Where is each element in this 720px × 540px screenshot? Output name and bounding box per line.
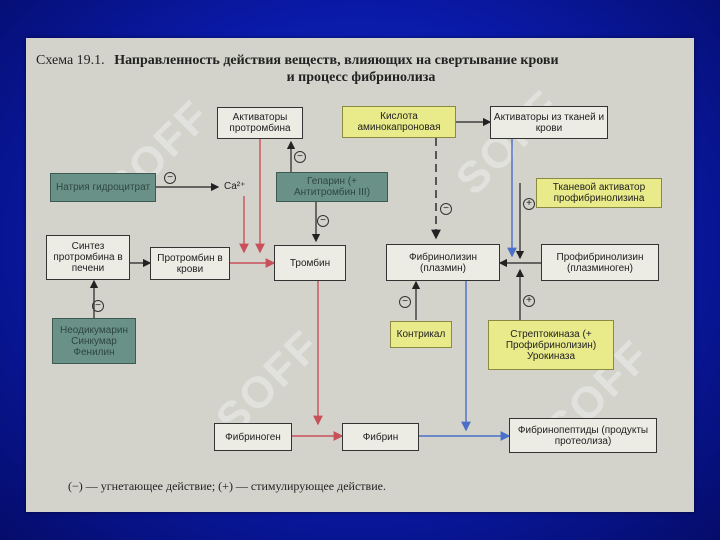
node-fibrinopeptides: Фибринопептиды (продукты протеолиза) [509, 418, 657, 453]
sign-minus-citrate: − [164, 172, 176, 184]
sign-minus-acid: − [440, 203, 452, 215]
sign-plus-tissue-activator: + [523, 198, 535, 210]
diagram-title: Схема 19.1. Направленность действия веще… [36, 52, 686, 86]
node-profibrinolysin: Профибринолизин (плазминоген) [541, 244, 659, 281]
title-line-2: и процесс фибринолиза [286, 70, 436, 85]
sign-plus-streptokinase: + [523, 295, 535, 307]
node-sodium-citrate: Натрия гидроцитрат [50, 173, 156, 202]
node-activators-tissue: Активаторы из тканей и крови [490, 106, 608, 139]
title-line-1: Направленность действия веществ, влияющи… [114, 53, 559, 68]
node-synthesis-prothrombin: Синтез протромбина в печени [46, 235, 130, 280]
sign-minus-contrycal: − [399, 296, 411, 308]
node-activators-prothrombin: Активаторы протромбина [217, 107, 303, 139]
sign-minus-heparin-down: − [317, 215, 329, 227]
sign-minus-heparin-up: − [294, 151, 306, 163]
node-fibrinogen: Фибриноген [214, 423, 292, 451]
node-fibrin: Фибрин [342, 423, 419, 451]
node-thrombin: Тромбин [274, 245, 346, 281]
node-streptokinase: Стрептокиназа (+ Профибринолизин) Урокин… [488, 320, 614, 370]
node-contrycal: Контрикал [390, 321, 452, 348]
legend-footer: (−) — угнетающее действие; (+) — стимули… [68, 479, 386, 493]
node-tissue-activator: Тканевой активатор профибринолизина [536, 178, 662, 208]
diagram-slide: SOFF SOFF SOFF SOFF Схема 19.1. Направле… [26, 38, 694, 512]
node-calcium: Ca²⁺ [224, 181, 246, 192]
sign-minus-anticoagulants: − [92, 300, 104, 312]
diagram-number: Схема 19.1. [36, 53, 105, 68]
node-heparin: Гепарин (+ Антитромбин III) [276, 172, 388, 202]
edges-layer [89, 117, 541, 441]
node-anticoagulants: Неодикумарин Синкумар Фенилин [52, 318, 136, 364]
node-aminocaproic-acid: Кислота аминокапроновая [342, 106, 456, 138]
node-fibrinolysin: Фибринолизин (плазмин) [386, 244, 500, 281]
node-prothrombin-blood: Протромбин в крови [150, 247, 230, 280]
